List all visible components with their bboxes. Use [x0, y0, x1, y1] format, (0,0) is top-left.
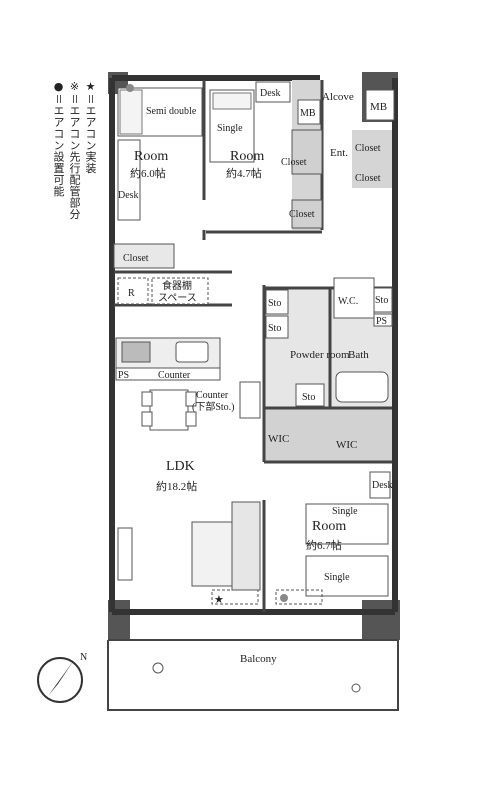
pantry-label-line2: スペース — [158, 293, 197, 304]
interior-walls — [114, 80, 392, 612]
bath-label: Bath — [348, 349, 369, 361]
counter-storage — [239, 381, 261, 419]
chair — [185, 411, 197, 427]
tv-board — [117, 527, 133, 581]
drain-icon — [351, 683, 361, 693]
counter-bar — [115, 367, 221, 381]
legend-aircon-installed: ★＝エアコン実装 — [84, 80, 97, 174]
desk — [369, 471, 391, 499]
pipe-space — [373, 313, 393, 327]
dining-table — [149, 389, 189, 431]
counter2-label: Counter — [196, 390, 229, 401]
legend-aircon-possible: ●＝エアコン設置可能 — [52, 80, 65, 197]
chair — [141, 391, 153, 407]
powder-room-label: Powder room — [290, 349, 350, 361]
single-label: Single — [324, 572, 350, 583]
pillow — [212, 92, 252, 110]
room2-size: 約4.7帖 — [226, 166, 262, 180]
desk — [255, 81, 291, 103]
stove-icon — [121, 341, 151, 363]
storage — [265, 315, 289, 339]
closet-label: Closet — [355, 173, 381, 184]
desk — [117, 139, 141, 221]
closet-label: Closet — [289, 209, 315, 220]
sto-label: Sto — [268, 323, 281, 334]
balcony-label: Balcony — [240, 653, 277, 665]
single-label: Single — [332, 506, 358, 517]
closet-label: Closet — [281, 157, 307, 168]
counter2-sub-label: (下部Sto.) — [192, 400, 235, 413]
aircon-possible-icon — [280, 594, 288, 602]
sink-icon — [175, 341, 209, 363]
wic-label: WIC — [268, 433, 289, 445]
closet-room1 — [113, 243, 175, 269]
refrigerator-space — [117, 277, 149, 305]
north-label: N — [80, 652, 87, 663]
sto-label: Sto — [375, 295, 388, 306]
semi-double-label: Semi double — [146, 106, 197, 117]
closet-area — [352, 130, 392, 188]
alcove-label: Alcove — [322, 91, 354, 103]
wic-label: WIC — [336, 439, 357, 451]
pillow — [119, 89, 143, 135]
pantry-space — [151, 277, 209, 305]
pantry-label-line1: 食器棚 — [162, 279, 192, 292]
single-label: Single — [217, 123, 243, 134]
desk-label: Desk — [372, 480, 393, 491]
mb-label: MB — [300, 108, 316, 119]
room2-name: Room — [230, 149, 264, 164]
drain-icon — [152, 662, 164, 674]
sto-label: Sto — [268, 298, 281, 309]
counter-label: Counter — [158, 370, 191, 381]
storage — [295, 383, 325, 407]
chair — [185, 391, 197, 407]
meter-box — [365, 89, 395, 121]
room1-name: Room — [134, 149, 168, 164]
single-bed — [305, 555, 389, 597]
meter-box — [297, 99, 321, 125]
wc-label: W.C. — [338, 296, 358, 307]
storage — [265, 289, 289, 315]
room3-size: 約6.7帖 — [306, 538, 342, 552]
closet-label: Closet — [355, 143, 381, 154]
bathtub — [335, 371, 389, 403]
closet-area — [264, 408, 392, 462]
storage — [373, 287, 393, 313]
toilet-room — [333, 277, 375, 319]
closet — [291, 199, 323, 229]
entrance-label: Ent. — [330, 147, 348, 159]
sofa — [191, 521, 233, 587]
refrigerator-mark: R — [128, 288, 135, 299]
balcony-outline — [107, 639, 399, 711]
desk-label: Desk — [260, 88, 281, 99]
chair — [141, 411, 153, 427]
north-arrow-icon — [48, 660, 74, 696]
closet — [291, 129, 323, 175]
sofa — [231, 501, 261, 591]
legend: ★＝エアコン実装 ※＝エアコン先行配管部分 ●＝エアコン設置可能 — [52, 80, 98, 220]
room3-name: Room — [312, 519, 346, 534]
legend-aircon-piping: ※＝エアコン先行配管部分 — [68, 80, 81, 220]
ldk-size: 約18.2帖 — [156, 479, 197, 493]
aircon-zone — [275, 589, 323, 605]
room1-size: 約6.0帖 — [130, 166, 166, 180]
ps-label: PS — [376, 316, 387, 327]
closet-label: Closet — [123, 253, 149, 264]
single-bed — [305, 503, 389, 545]
star-icon: ★ — [214, 594, 224, 606]
exterior-walls — [109, 75, 398, 615]
mb-label: MB — [370, 101, 387, 113]
sto-label: Sto — [302, 392, 315, 403]
ldk-name: LDK — [166, 459, 195, 474]
aircon-zone — [211, 589, 259, 605]
ps-label: PS — [118, 370, 129, 381]
aircon-possible-icon — [126, 84, 134, 92]
desk-label: Desk — [118, 190, 139, 201]
